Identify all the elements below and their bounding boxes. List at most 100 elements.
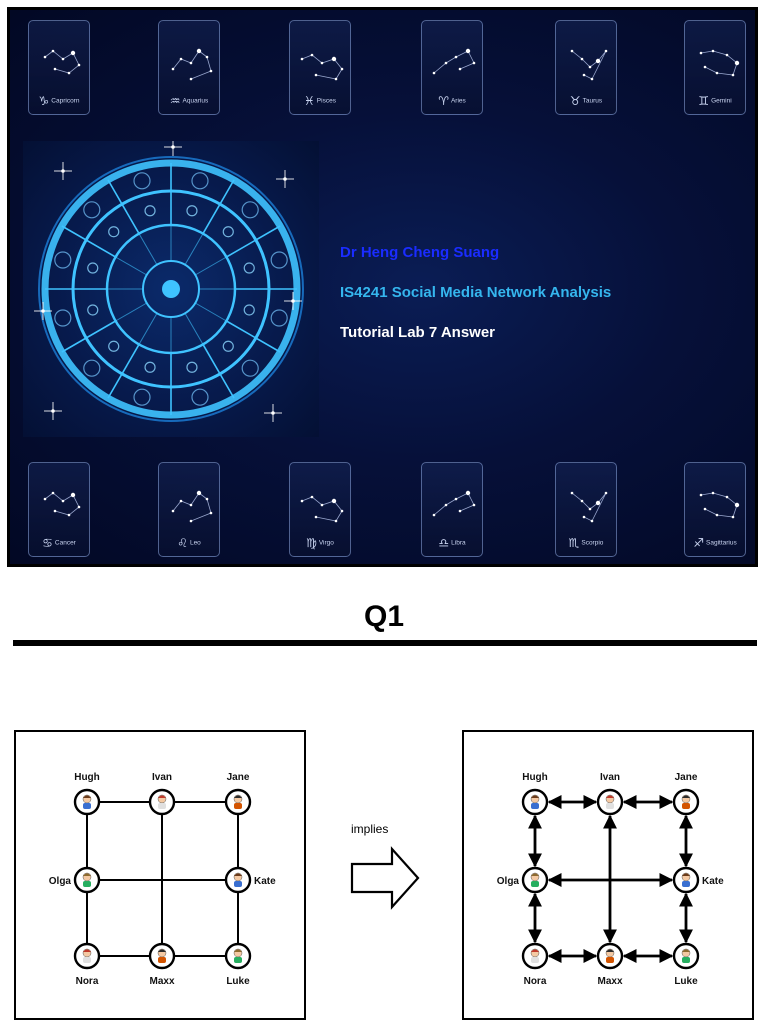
zodiac-label: ♋Cancer <box>29 536 89 550</box>
zodiac-name: Virgo <box>318 539 334 547</box>
zodiac-label: ♎Libra <box>422 536 482 550</box>
zodiac-wheel-graphic <box>34 138 304 422</box>
zodiac-label: ♌Leo <box>159 536 219 550</box>
left-node-jane: Jane <box>224 772 252 816</box>
top-card-capricorn: ♑Capricorn <box>28 20 90 115</box>
node-label: Hugh <box>522 772 548 783</box>
title-slide: ♑Capricorn ♒Aquarius ♓Pisces ♈Aries ♉Taurus ♊… <box>7 7 758 567</box>
person-avatar-icon <box>157 794 167 809</box>
zodiac-label: ♉Taurus <box>556 94 616 108</box>
person-avatar-icon <box>233 794 243 809</box>
constellation-icon <box>699 491 740 519</box>
person-avatar-icon <box>82 794 92 809</box>
zodiac-name: Capricorn <box>51 97 80 105</box>
zodiac-name: Pisces <box>316 97 336 105</box>
course-title: IS4241 Social Media Network Analysis <box>340 284 612 301</box>
zodiac-symbol-icon: ♌ <box>177 536 188 550</box>
zodiac-symbol-icon: ♏ <box>568 536 580 550</box>
node-label: Ivan <box>152 772 172 783</box>
zodiac-symbol-icon: ♈ <box>438 94 449 108</box>
zodiac-label: ♑Capricorn <box>29 94 89 108</box>
zodiac-symbol-icon: ♉ <box>569 94 581 108</box>
node-label: Nora <box>76 976 99 987</box>
left-node-olga: Olga <box>49 866 101 894</box>
zodiac-symbol-icon: ♎ <box>438 536 450 550</box>
bottom-card-cancer: ♋Cancer <box>28 462 90 557</box>
node-label: Olga <box>49 876 72 887</box>
right-node-maxx: Maxx <box>596 942 624 987</box>
zodiac-name: Leo <box>189 539 201 547</box>
zodiac-name: Aries <box>450 97 466 105</box>
zodiac-label: ♊Gemini <box>685 94 745 108</box>
left-node-kate: Kate <box>224 866 276 894</box>
person-avatar-icon <box>82 872 92 887</box>
constellation-icon <box>43 491 81 517</box>
person-avatar-icon <box>157 948 167 963</box>
zodiac-label: ♒Aquarius <box>159 94 219 108</box>
top-card-taurus: ♉Taurus <box>555 20 617 115</box>
zodiac-wheel-image <box>23 138 319 437</box>
zodiac-name: Libra <box>451 539 466 547</box>
node-label: Nora <box>524 976 547 987</box>
person-avatar-icon <box>530 794 540 809</box>
person-avatar-icon <box>605 794 615 809</box>
top-card-gemini: ♊Gemini <box>684 20 746 115</box>
zodiac-symbol-icon: ♓ <box>304 94 315 108</box>
zodiac-symbol-icon: ♋ <box>42 536 53 550</box>
constellation-icon <box>300 495 344 523</box>
zodiac-name: Sagittarius <box>706 539 737 547</box>
top-card-aquarius: ♒Aquarius <box>158 20 220 115</box>
bottom-card-sagittarius: ♐Sagittarius <box>684 462 746 557</box>
right-node-luke: Luke <box>672 942 700 987</box>
zodiac-symbol-icon: ♒ <box>169 94 181 108</box>
left-node-nora: Nora <box>73 942 101 987</box>
implies-arrow-icon <box>350 846 420 910</box>
person-avatar-icon <box>681 872 691 887</box>
top-card-aries: ♈Aries <box>421 20 483 115</box>
person-avatar-icon <box>82 948 92 963</box>
implies-label: implies <box>351 822 389 836</box>
constellation-icon <box>43 49 81 75</box>
right-node-nora: Nora <box>521 942 549 987</box>
node-label: Jane <box>675 772 698 783</box>
zodiac-symbol-icon: ♍ <box>306 536 317 550</box>
right-node-hugh: Hugh <box>521 772 549 816</box>
zodiac-label: ♏Scorpio <box>556 536 616 550</box>
top-card-pisces: ♓Pisces <box>289 20 351 115</box>
constellation-icon <box>432 48 476 75</box>
right-node-ivan: Ivan <box>596 772 624 816</box>
constellation-icon <box>570 49 608 81</box>
node-label: Olga <box>497 876 520 887</box>
zodiac-name: Aquarius <box>182 97 209 105</box>
zodiac-name: Cancer <box>54 539 76 547</box>
constellation-icon <box>432 490 476 517</box>
heading-rule <box>13 640 757 646</box>
node-label: Luke <box>226 976 250 987</box>
bottom-card-virgo: ♍Virgo <box>289 462 351 557</box>
node-label: Hugh <box>74 772 100 783</box>
constellation-icon <box>171 48 213 81</box>
zodiac-name: Gemini <box>711 97 732 105</box>
zodiac-name: Taurus <box>582 97 603 105</box>
node-label: Maxx <box>597 976 622 987</box>
right-node-kate: Kate <box>672 866 724 894</box>
constellation-icon <box>699 49 740 77</box>
bottom-card-libra: ♎Libra <box>421 462 483 557</box>
zodiac-label: ♐Sagittarius <box>685 536 745 550</box>
zodiac-name: Scorpio <box>581 539 604 547</box>
zodiac-label: ♓Pisces <box>290 94 350 108</box>
node-label: Luke <box>674 976 698 987</box>
left-node-luke: Luke <box>224 942 252 987</box>
person-avatar-icon <box>605 948 615 963</box>
person-avatar-icon <box>233 872 243 887</box>
left-node-hugh: Hugh <box>73 772 101 816</box>
node-label: Kate <box>254 876 276 887</box>
node-label: Ivan <box>600 772 620 783</box>
constellation-icon <box>300 53 344 81</box>
node-label: Kate <box>702 876 724 887</box>
person-avatar-icon <box>530 948 540 963</box>
bottom-card-scorpio: ♏Scorpio <box>555 462 617 557</box>
